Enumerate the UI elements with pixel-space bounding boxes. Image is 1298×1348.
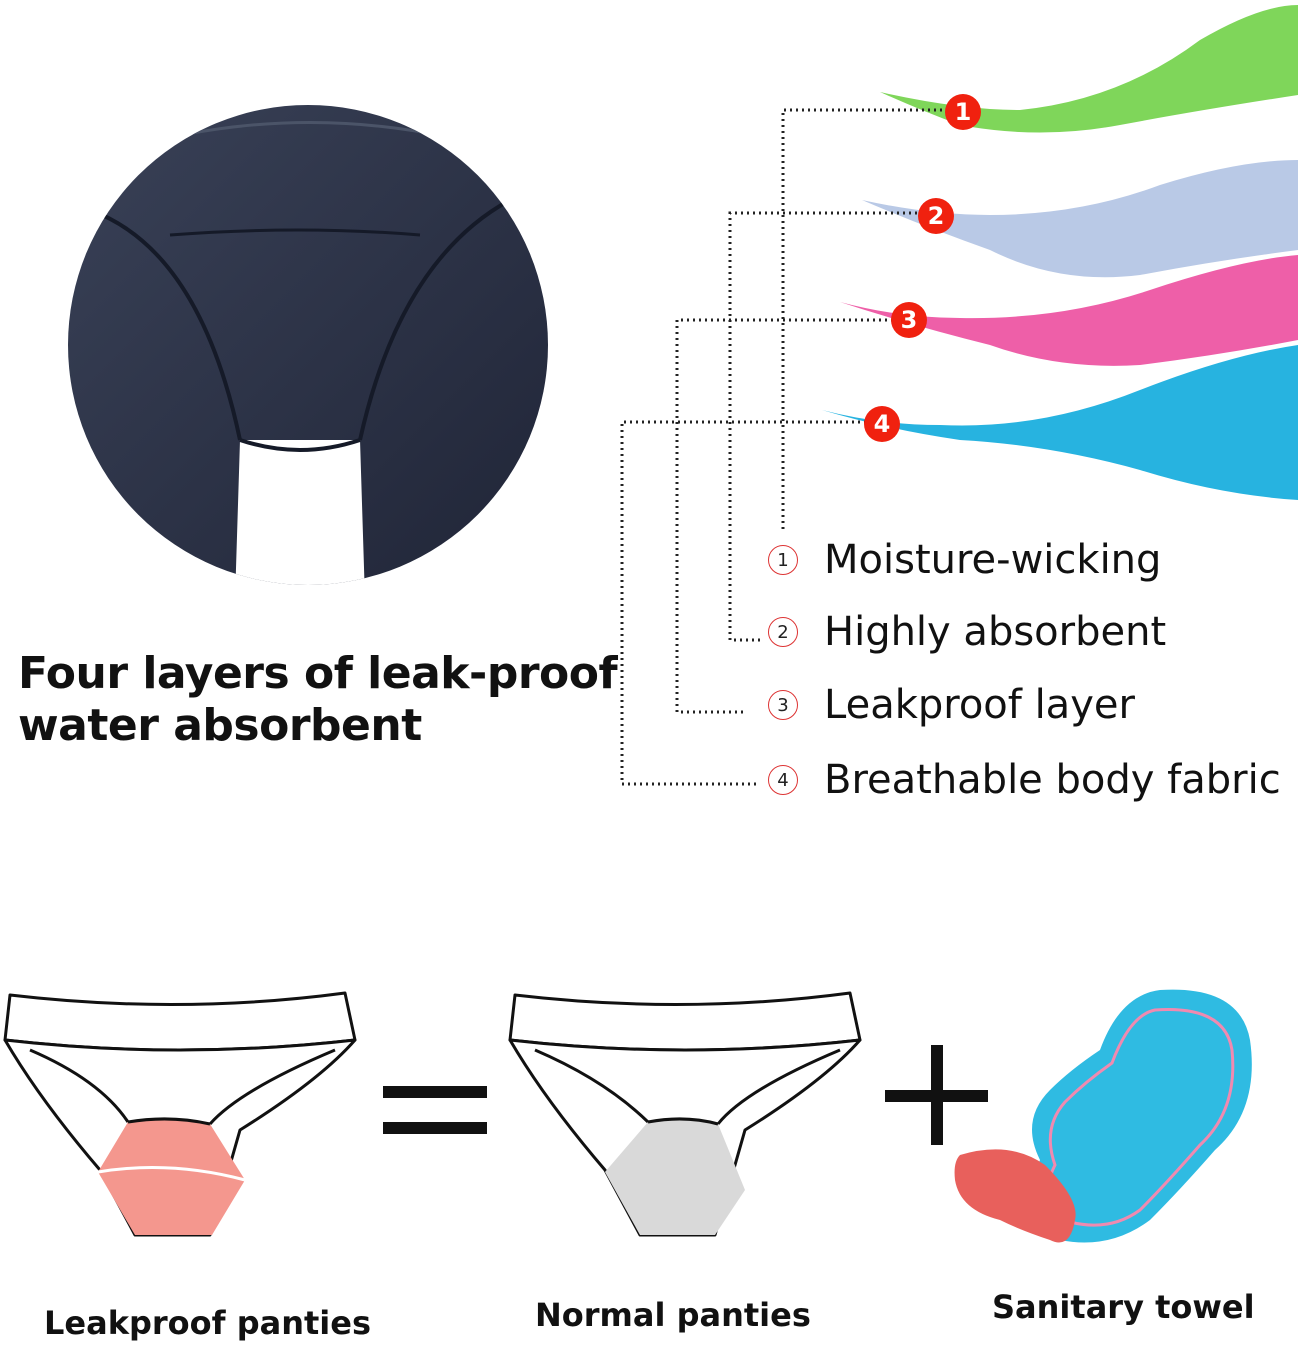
legend-number-1: 1	[768, 545, 798, 575]
fabric-closeup-image	[68, 105, 548, 585]
caption-leakproof-panties: Leakproof panties	[44, 1304, 371, 1342]
legend-number-4: 4	[768, 765, 798, 795]
legend-number-2: 2	[768, 617, 798, 647]
layer-badge-2: 2	[918, 198, 954, 234]
legend-number-3: 3	[768, 690, 798, 720]
legend-item-leakproof-layer: 3 Leakproof layer	[768, 682, 1135, 728]
legend-item-moisture-wicking: 1 Moisture-wicking	[768, 537, 1162, 583]
layer-sheet-3	[840, 255, 1298, 366]
layer-sheet-1	[880, 5, 1298, 133]
legend-label-1: Moisture-wicking	[824, 537, 1162, 583]
legend-label-4: Breathable body fabric	[824, 757, 1281, 803]
headline-line-1: Four layers of leak-proof	[18, 648, 618, 699]
layer-badge-4: 4	[864, 406, 900, 442]
leakproof-panties-illustration	[3, 991, 357, 1237]
layer-sheet-2	[862, 160, 1298, 278]
headline: Four layers of leak-proof water absorben…	[18, 648, 618, 752]
legend-label-3: Leakproof layer	[824, 682, 1135, 728]
normal-panties-illustration	[508, 991, 862, 1237]
equals-icon	[383, 1086, 487, 1134]
headline-line-2: water absorbent	[18, 700, 422, 751]
legend-item-highly-absorbent: 2 Highly absorbent	[768, 609, 1167, 655]
legend-label-2: Highly absorbent	[824, 609, 1167, 655]
layer-sheet-4	[822, 345, 1298, 500]
caption-sanitary-towel: Sanitary towel	[992, 1288, 1255, 1326]
leader-lines	[620, 108, 960, 786]
caption-normal-panties: Normal panties	[535, 1296, 811, 1334]
plus-icon	[885, 1045, 988, 1145]
legend-item-breathable-body-fabric: 4 Breathable body fabric	[768, 757, 1281, 803]
sanitary-towel-illustration	[954, 989, 1252, 1243]
layer-badge-3: 3	[891, 302, 927, 338]
layer-badge-1: 1	[945, 94, 981, 130]
